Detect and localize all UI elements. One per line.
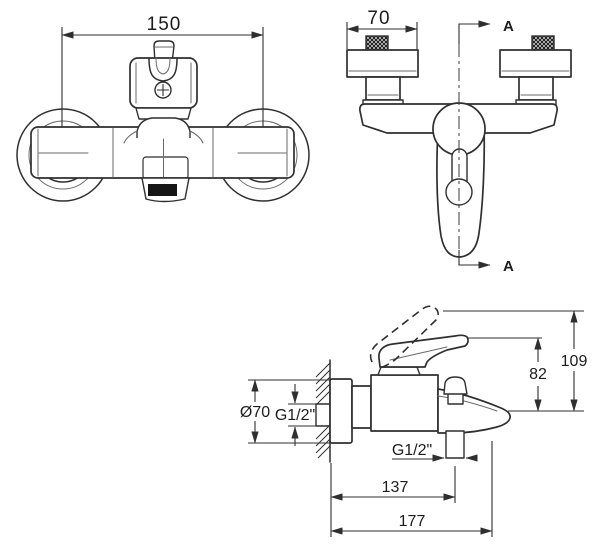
body-section-lines bbox=[112, 127, 214, 178]
section-marker-top: A bbox=[458, 18, 514, 44]
dimension-wall-to-shower-outlet: 137 bbox=[330, 479, 456, 501]
cartridge-cover bbox=[377, 366, 421, 376]
lever-recess bbox=[148, 57, 178, 82]
section-marker-bottom-label: A bbox=[503, 258, 514, 275]
handle-open-position-dashed bbox=[369, 305, 439, 369]
installation-view: Ø70 G1/2" G1/2" 137 177 bbox=[240, 305, 588, 537]
valve-body-side bbox=[370, 374, 439, 432]
front-view: 150 bbox=[16, 14, 310, 203]
dimension-height-spout: 82 bbox=[529, 337, 547, 412]
handle-front bbox=[123, 40, 204, 144]
dim-height-open-label: 109 bbox=[561, 353, 588, 370]
union-neck bbox=[351, 385, 372, 429]
knurled-screw-right bbox=[531, 35, 555, 52]
dim-height-spout-label: 82 bbox=[529, 366, 547, 383]
dim-shower-outlet-thread-label: G1/2" bbox=[392, 442, 432, 459]
dimension-flange-width: 70 bbox=[346, 8, 418, 49]
dim-flange-width-label: 70 bbox=[367, 8, 390, 29]
section-marker-bottom: A bbox=[458, 250, 514, 275]
dimension-inlet-thread: G1/2" bbox=[275, 384, 316, 446]
section-marker-top-label: A bbox=[503, 18, 514, 35]
wall-escutcheon bbox=[329, 378, 353, 444]
screw-cross-slot bbox=[157, 84, 169, 96]
aerator bbox=[148, 184, 177, 196]
diverter-knob bbox=[443, 376, 468, 395]
cartridge-ring bbox=[135, 107, 192, 120]
dim-center-distance-label: 150 bbox=[147, 14, 182, 35]
cartridge-dome bbox=[136, 117, 191, 138]
spout-inner-line bbox=[437, 395, 498, 412]
body-end-caps bbox=[37, 128, 288, 177]
inlet-fitting bbox=[315, 403, 331, 427]
dimension-wall-to-spout-tip: 177 bbox=[330, 513, 493, 535]
mounting-post-left bbox=[346, 35, 419, 106]
dimension-shower-outlet-thread: G1/2" bbox=[392, 442, 478, 462]
dome-shoulders bbox=[123, 130, 204, 144]
dim-inlet-thread-label: G1/2" bbox=[275, 407, 315, 424]
knurled-screw-left bbox=[365, 35, 389, 52]
dim-wall-to-spout-tip-label: 177 bbox=[399, 513, 426, 530]
handle-inner-line bbox=[389, 346, 448, 361]
handle-side bbox=[378, 334, 469, 368]
dimension-height-open: 109 bbox=[561, 310, 588, 412]
dim-wall-to-shower-outlet-label: 137 bbox=[382, 479, 409, 496]
side-view: 70 A bbox=[346, 8, 572, 275]
mounting-post-right bbox=[499, 35, 572, 106]
dimension-flange-diameter: Ø70 bbox=[240, 379, 330, 444]
wall-hatching bbox=[315, 362, 331, 459]
dimension-center-distance: 150 bbox=[61, 14, 264, 127]
dim-flange-diameter-label: Ø70 bbox=[240, 404, 270, 421]
shower-outlet bbox=[445, 430, 465, 459]
